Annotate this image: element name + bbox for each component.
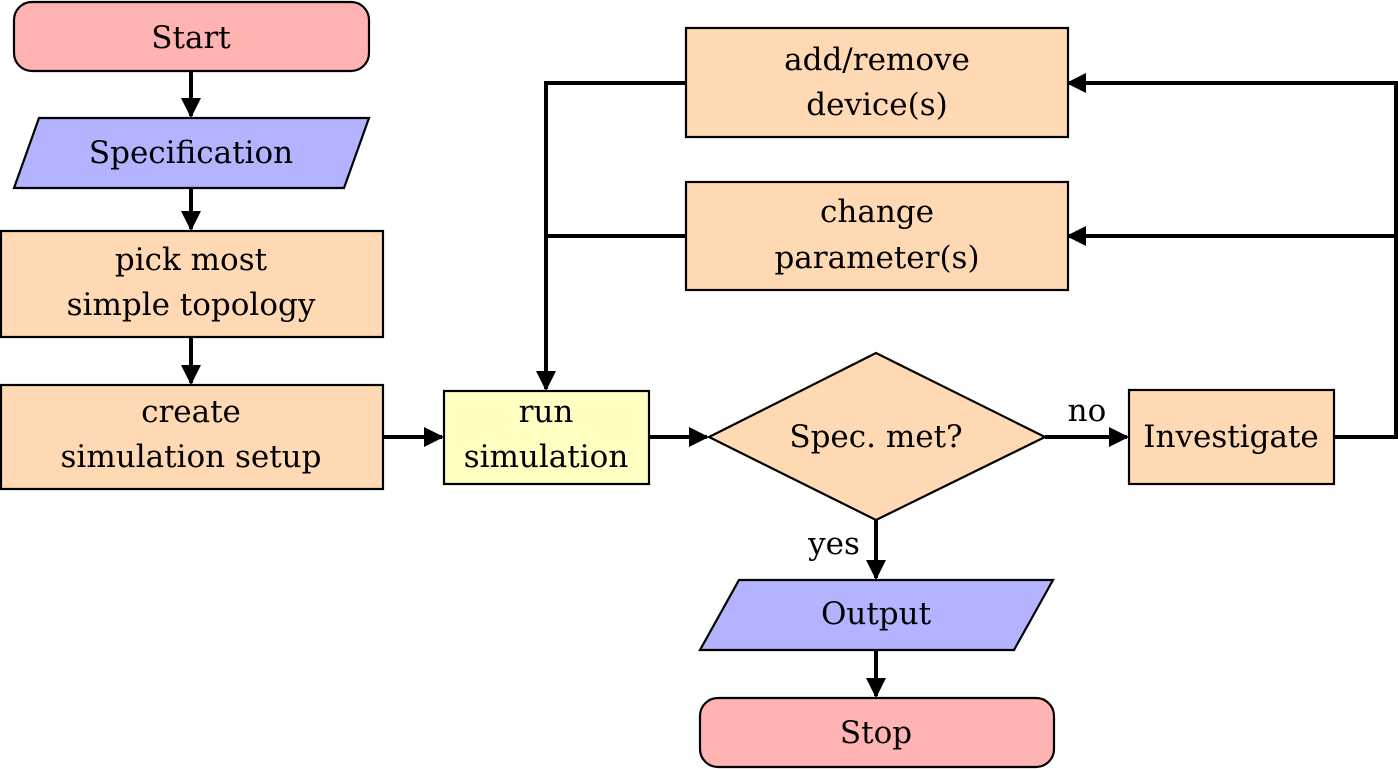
spec-met-label: Spec. met? (789, 419, 962, 455)
arrow-add-remove-to-run-simulation (536, 81, 685, 391)
run-simulation-label-line-1: run (519, 394, 574, 430)
create-setup-node: create simulation setup (0, 383, 385, 491)
start-node: Start (12, 0, 371, 73)
pick-topology-shape (0, 229, 385, 339)
stop-label: Stop (840, 715, 912, 751)
specification-node: Specification (12, 116, 371, 190)
investigate-node: Investigate (1127, 388, 1336, 486)
connectors (181, 72, 1398, 698)
arrow-investigate-to-change-params (1066, 226, 1398, 439)
run-simulation-shape (442, 389, 651, 486)
pick-topology-node: pick most simple topology (0, 229, 385, 339)
add-remove-node: add/remove device(s) (684, 26, 1070, 139)
pick-topology-label-line-2: simple topology (67, 287, 316, 323)
output-label: Output (821, 596, 932, 632)
create-setup-label-line-1: create (141, 394, 241, 430)
output-node: Output (698, 578, 1055, 652)
start-shape (12, 0, 371, 73)
change-params-label-line-2: parameter(s) (774, 240, 979, 276)
stop-node: Stop (698, 696, 1056, 769)
pick-topology-label-line-1: pick most (115, 242, 268, 278)
stop-shape (698, 696, 1056, 769)
change-params-shape (684, 180, 1070, 292)
investigate-shape (1127, 388, 1336, 486)
create-setup-shape (0, 383, 385, 491)
specification-label: Specification (89, 135, 293, 171)
arrow-investigate-to-add-remove (1066, 73, 1398, 236)
edge-label-no: no (1068, 393, 1107, 429)
spec-met-shape (706, 351, 1048, 522)
create-setup-label-line-2: simulation setup (61, 439, 322, 475)
edge-label-yes: yes (807, 526, 860, 562)
add-remove-label-line-1: add/remove (784, 42, 970, 78)
investigate-label: Investigate (1143, 419, 1318, 455)
run-simulation-label-line-2: simulation (464, 439, 629, 475)
start-label: Start (151, 20, 231, 56)
change-params-label-line-1: change (820, 194, 934, 230)
run-simulation-node: run simulation (442, 389, 651, 486)
specification-shape (12, 116, 371, 190)
output-shape (698, 578, 1055, 652)
add-remove-label-line-2: device(s) (806, 87, 947, 123)
spec-met-node: Spec. met? (706, 351, 1048, 522)
add-remove-shape (684, 26, 1070, 139)
change-params-node: change parameter(s) (684, 180, 1070, 292)
